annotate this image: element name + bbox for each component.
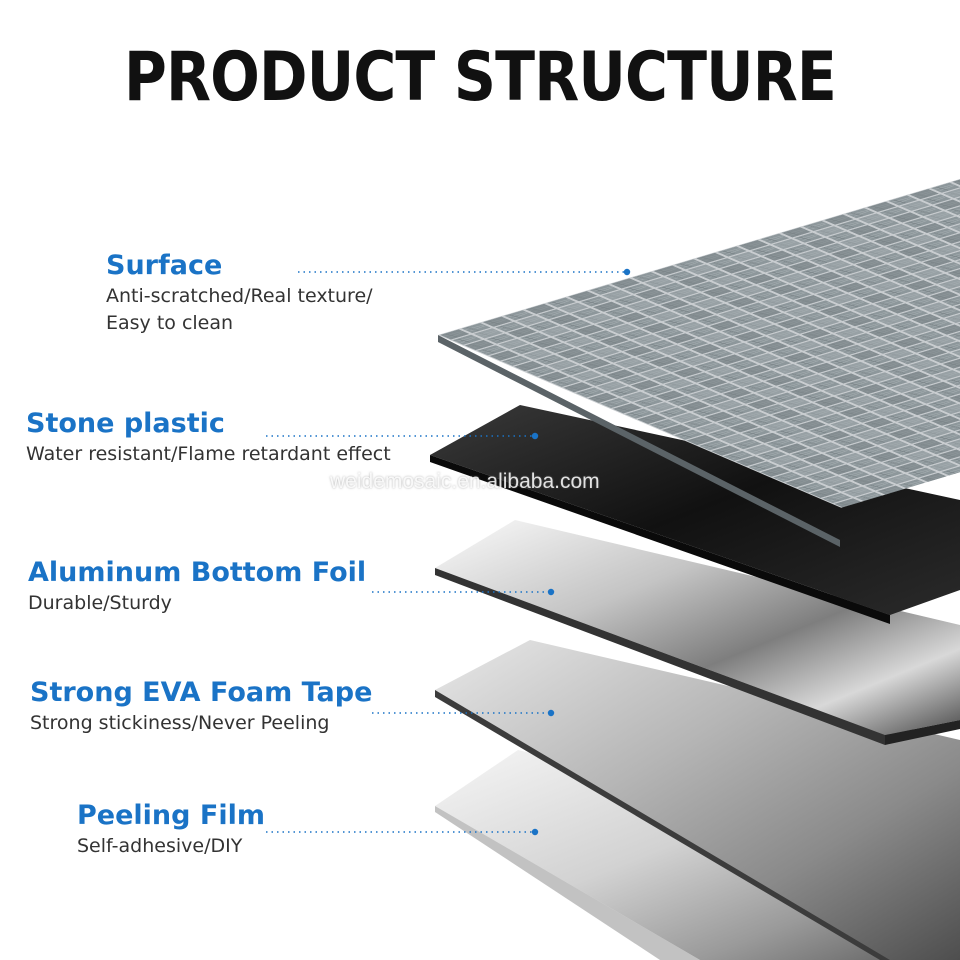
layer-name-stone-plastic: Stone plastic [26, 408, 225, 439]
leader-dot-eva [547, 709, 555, 717]
layer-desc-surface-1: Anti-scratched/Real texture/ [106, 285, 373, 307]
page-title: PRODUCT STRUCTURE [124, 38, 837, 117]
layer-name-surface: Surface [106, 250, 223, 281]
label-aluminum-foil: Aluminum Bottom Foil Durable/Sturdy [28, 557, 366, 616]
layer-name-peeling-film: Peeling Film [77, 800, 265, 831]
aluminum-foil-layer [435, 520, 960, 745]
leader-lines [266, 268, 631, 836]
layer-desc-stone-plastic: Water resistant/Flame retardant effect [26, 443, 391, 465]
layer-name-aluminum-foil: Aluminum Bottom Foil [28, 557, 367, 588]
leader-dot-film [531, 828, 539, 836]
layer-desc-aluminum-foil: Durable/Sturdy [28, 592, 172, 614]
leader-dot-stone [531, 432, 539, 440]
layer-desc-peeling-film: Self-adhesive/DIY [77, 835, 243, 857]
label-surface: Surface Anti-scratched/Real texture/ Eas… [106, 250, 373, 336]
leader-dot-foil [547, 588, 555, 596]
leader-dot-surface [623, 268, 631, 276]
label-eva-foam-tape: Strong EVA Foam Tape Strong stickiness/N… [30, 677, 372, 736]
surface-mosaic-layer [438, 172, 960, 547]
layer-desc-surface-2: Easy to clean [106, 312, 234, 334]
layer-desc-eva-foam-tape: Strong stickiness/Never Peeling [30, 712, 330, 734]
stone-plastic-layer [430, 405, 960, 624]
label-stone-plastic: Stone plastic Water resistant/Flame reta… [26, 408, 391, 467]
watermark-text: weidemosaic.en.alibaba.com [330, 470, 600, 493]
layer-name-eva-foam-tape: Strong EVA Foam Tape [30, 677, 373, 708]
label-peeling-film: Peeling Film Self-adhesive/DIY [77, 800, 265, 859]
